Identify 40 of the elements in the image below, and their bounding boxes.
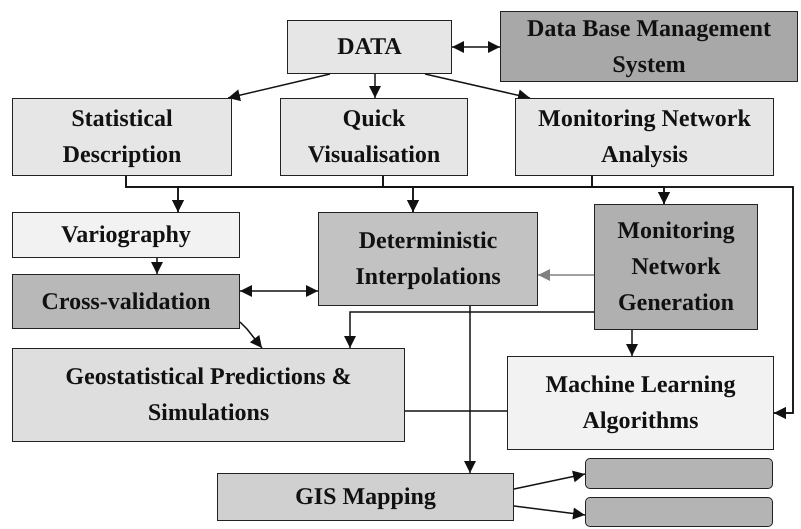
rounded-box bbox=[585, 497, 773, 527]
arrow bbox=[464, 306, 476, 473]
process-box bbox=[318, 212, 538, 306]
node-label: Statistical Description bbox=[62, 105, 182, 170]
arrow bbox=[626, 330, 638, 356]
arrow bbox=[228, 73, 330, 102]
process-box bbox=[500, 11, 798, 82]
node-label: GIS Mapping bbox=[294, 483, 437, 512]
node-label: Variography bbox=[60, 221, 192, 250]
node-label: Geostatistical Predictions & Simulations bbox=[64, 363, 353, 428]
arrow bbox=[151, 258, 163, 274]
process-box bbox=[12, 348, 405, 442]
process-box bbox=[280, 98, 468, 176]
process-box bbox=[217, 473, 514, 521]
process-box bbox=[507, 356, 774, 450]
connector-line bbox=[405, 410, 507, 412]
node-label: Machine Learning Algorithms bbox=[544, 371, 736, 436]
node-label: Cross-validation bbox=[40, 288, 212, 316]
process-box bbox=[12, 274, 240, 329]
node-label: Deterministic Interpolations bbox=[354, 227, 502, 292]
node-label: Monitoring Network Generation bbox=[616, 217, 736, 318]
process-box bbox=[287, 20, 452, 74]
arrow bbox=[591, 176, 794, 419]
node-label: Quick Visualisation bbox=[306, 105, 442, 170]
arrow bbox=[239, 321, 263, 348]
node-label: Data Base Management System bbox=[526, 14, 772, 80]
rounded-box bbox=[585, 458, 773, 489]
arrow bbox=[240, 285, 318, 297]
arrow bbox=[514, 505, 586, 520]
arrow bbox=[369, 74, 381, 98]
arrow bbox=[452, 41, 500, 53]
process-box bbox=[12, 98, 232, 176]
process-box bbox=[515, 98, 774, 176]
node-label: DATA bbox=[336, 33, 403, 62]
arrow bbox=[538, 269, 594, 281]
process-box bbox=[12, 212, 240, 258]
node-label: Monitoring Network Analysis bbox=[537, 105, 752, 170]
process-box bbox=[594, 204, 758, 330]
arrow bbox=[344, 311, 594, 348]
arrow bbox=[514, 470, 586, 490]
